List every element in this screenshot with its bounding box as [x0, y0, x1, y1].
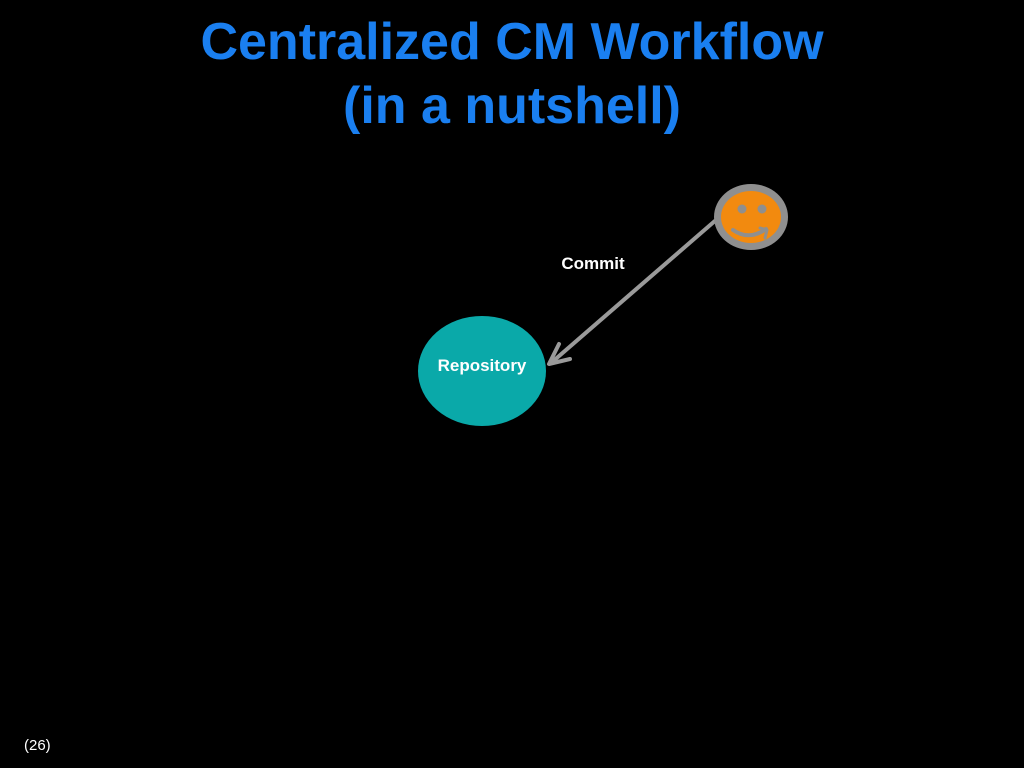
smiley-face-icon — [714, 184, 788, 250]
repository-shape — [418, 316, 546, 426]
smiley-left-eye — [737, 204, 747, 214]
smiley-right-eye — [757, 204, 767, 214]
commit-arrow-shaft — [549, 218, 718, 365]
commit-arrow — [547, 218, 718, 366]
slide-title-line-2: (in a nutshell) — [343, 77, 681, 135]
slide-title-line-1: Centralized CM Workflow — [200, 13, 824, 71]
commit-label: Commit — [561, 254, 625, 273]
slide-title: Centralized CM Workflow (in a nutshell) — [0, 10, 1024, 138]
page-number: (26) — [24, 737, 51, 754]
smiley-mouth — [731, 227, 768, 238]
smiley-mouth-tip — [758, 226, 769, 240]
repository-node: Repository — [418, 316, 546, 426]
repository-label: Repository — [438, 356, 527, 375]
commit-arrowhead — [547, 342, 572, 366]
